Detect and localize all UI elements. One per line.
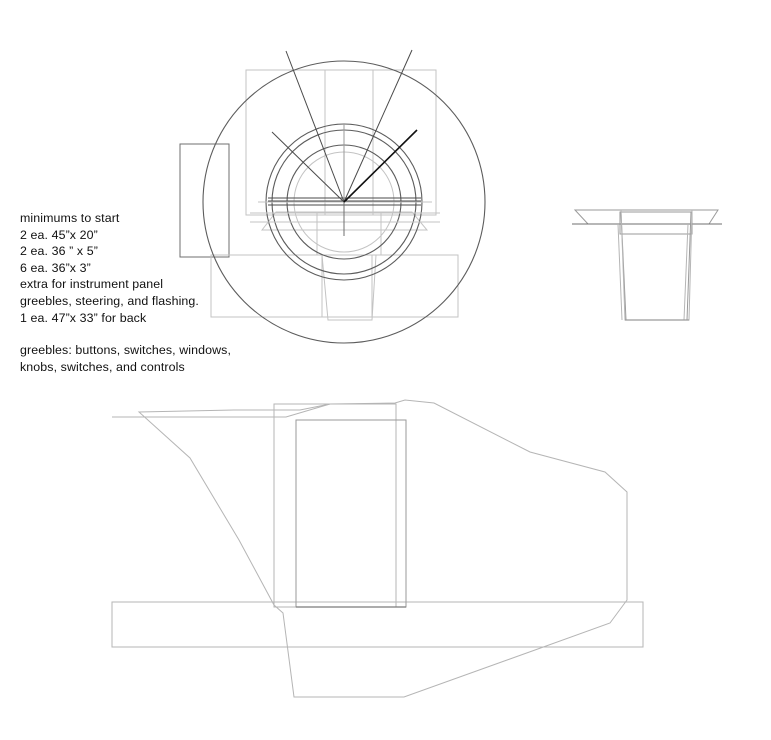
baseline-bar	[111, 601, 644, 648]
pedestal-body-outer	[620, 209, 693, 321]
pedestal-detail-group	[572, 209, 722, 321]
note-line-2: 2 ea. 36 ” x 5”	[20, 244, 98, 259]
side-profile-group	[111, 399, 644, 698]
note-line-5: greebles, steering, and flashing.	[20, 293, 199, 308]
note-line-0: minimums to start	[20, 211, 120, 225]
notes-block: minimums to start 2 ea. 45”x 20” 2 ea. 3…	[20, 210, 250, 375]
ray-upper-right-long	[343, 49, 413, 203]
construction-rectangles	[245, 69, 437, 216]
profile-top-notch	[112, 403, 331, 418]
ray-upper-left-long	[285, 50, 345, 203]
ray-upper-left-short	[271, 131, 345, 203]
left-panel-rect	[179, 143, 230, 258]
ray-upper-right-bold	[343, 129, 418, 203]
note-line-4: extra for instrument panel	[20, 277, 164, 292]
pedestal-outline	[316, 211, 382, 321]
front-elevation-group	[179, 49, 486, 344]
profile-panel-outer-rect	[273, 403, 397, 608]
note-line-1: 2 ea. 45”x 20”	[20, 227, 98, 242]
radial-rays	[271, 49, 418, 203]
note-spacer	[20, 326, 250, 342]
waist-wings	[260, 211, 429, 231]
profile-panel-inner-rect	[295, 419, 407, 608]
note-line-7: greebles: buttons, switches, windows,	[20, 343, 232, 358]
note-line-3: 6 ea. 36”x 3”	[20, 260, 91, 275]
note-line-6: 1 ea. 47”x 33” for back	[20, 310, 147, 325]
flange-inner-rect	[619, 211, 693, 235]
outer-layout-circle	[202, 60, 486, 344]
pedestal-body-inner	[620, 211, 692, 321]
pedestal-body-left-edge	[617, 223, 623, 321]
pedestal-body-right-edge	[683, 223, 689, 321]
fuselage-outline	[137, 399, 628, 698]
note-line-8: knobs, switches, and controls	[20, 359, 185, 374]
